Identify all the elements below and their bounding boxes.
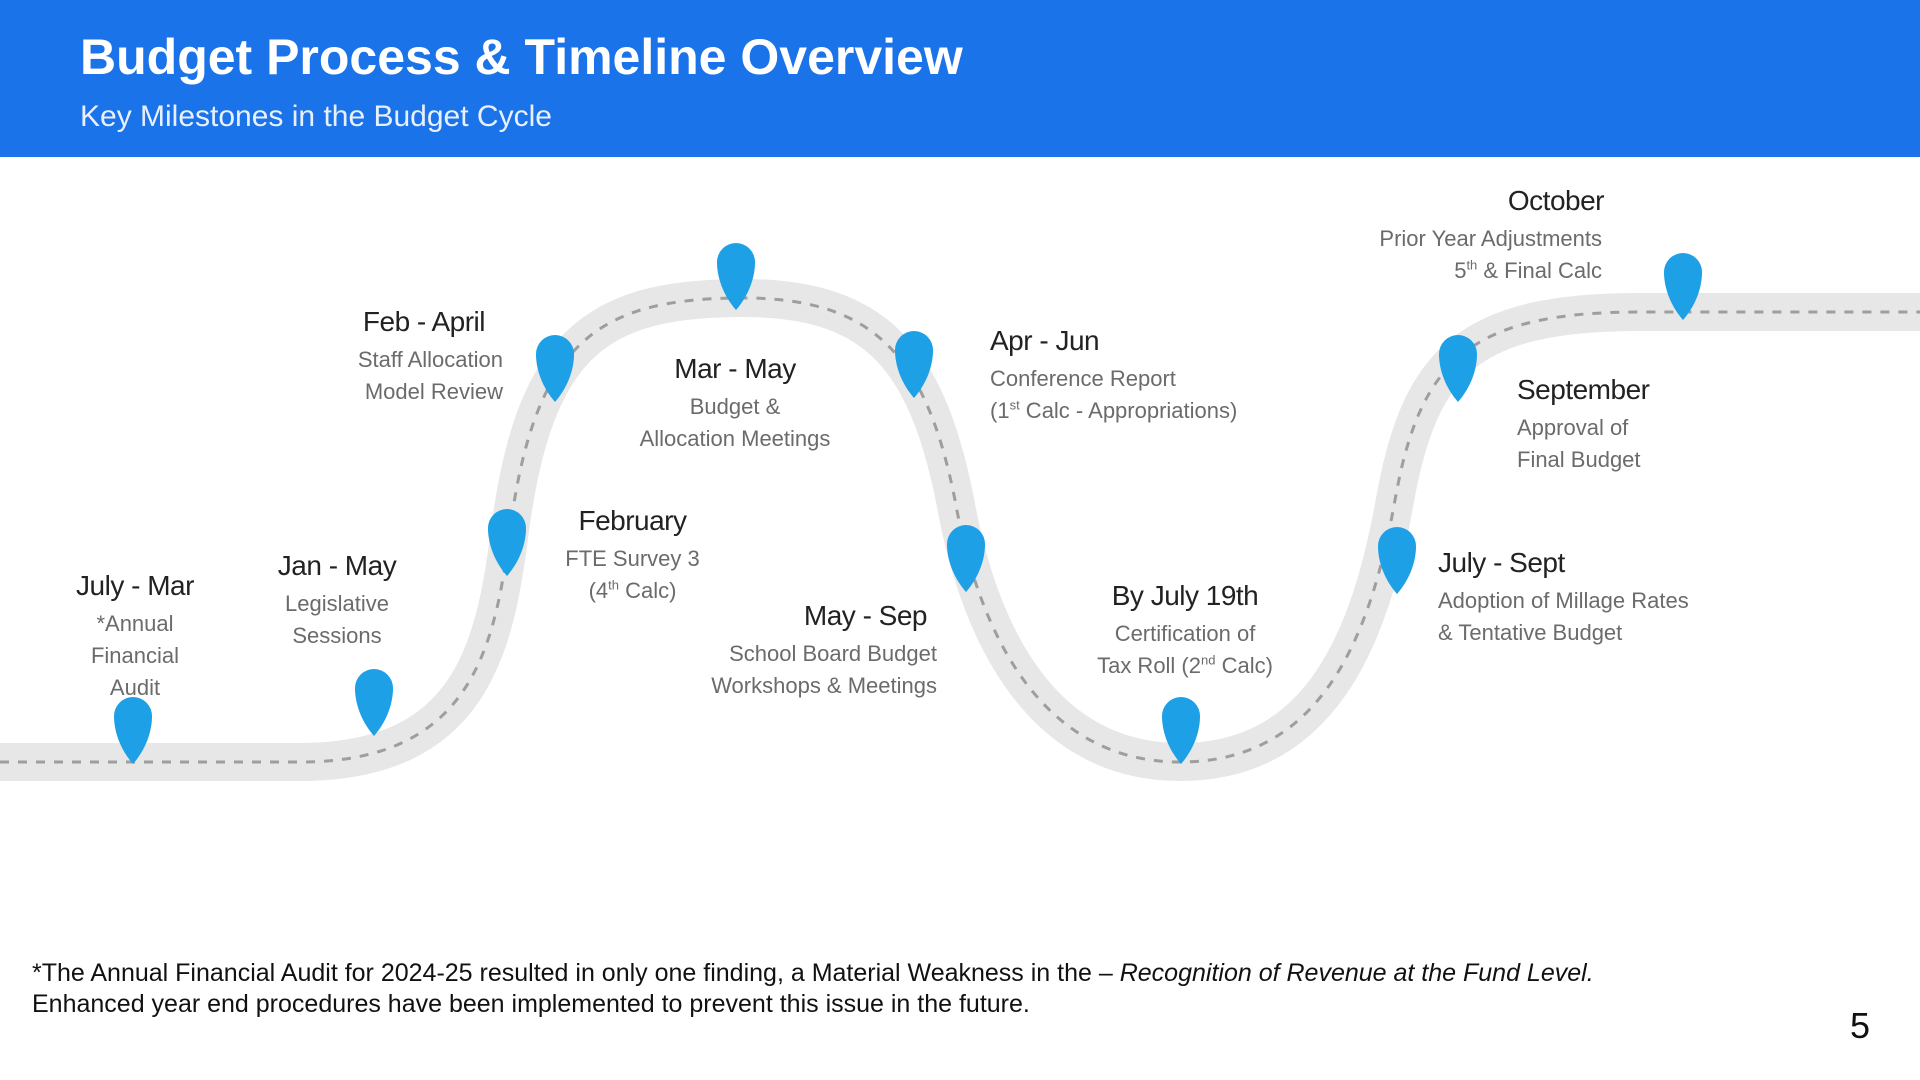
milestone-heading: By July 19th xyxy=(1111,580,1259,611)
slide-header: Budget Process & Timeline Overview Key M… xyxy=(0,0,1920,157)
milestone-september: September Approval of Final Budget xyxy=(1517,374,1717,476)
milestone-may-sep: May - Sep School Board Budget Workshops … xyxy=(680,600,937,702)
pin-february-icon xyxy=(488,509,526,576)
milestone-description: FTE Survey 3 (4th Calc) xyxy=(565,546,700,603)
pin-feb-april-icon xyxy=(536,335,574,402)
footnote-line-1: *The Annual Financial Audit for 2024-25 … xyxy=(32,959,1594,987)
pin-september-icon xyxy=(1439,335,1477,402)
milestone-heading: February xyxy=(578,505,687,536)
milestone-description: *Annual Financial Audit xyxy=(90,611,180,700)
milestone-description: Conference Report (1st Calc - Appropriat… xyxy=(990,366,1238,423)
pin-july-mar-icon xyxy=(114,697,152,764)
slide-subtitle: Key Milestones in the Budget Cycle xyxy=(80,100,552,133)
footnote-italic: Recognition of Revenue at the Fund Level… xyxy=(1119,959,1594,987)
milestone-description: Certification of Tax Roll (2nd Calc) xyxy=(1097,621,1273,678)
milestone-heading: May - Sep xyxy=(803,600,928,631)
milestone-heading: October xyxy=(1507,185,1605,216)
milestone-by-july-19th: By July 19th Certification of Tax Roll (… xyxy=(1075,580,1295,682)
milestone-february: February FTE Survey 3 (4th Calc) xyxy=(550,505,715,607)
milestone-description: Budget & Allocation Meetings xyxy=(639,394,831,451)
milestone-description: Prior Year Adjustments 5th & Final Calc xyxy=(1379,226,1602,283)
pin-may-sep-icon xyxy=(947,525,985,592)
milestone-heading: Jan - May xyxy=(277,550,397,581)
milestone-july-sept: July - Sept Adoption of Millage Rates & … xyxy=(1438,547,1738,649)
milestone-mar-may: Mar - May Budget & Allocation Meetings xyxy=(620,353,850,455)
pin-july-sept-icon xyxy=(1378,527,1416,594)
milestone-heading: Mar - May xyxy=(674,353,796,384)
milestone-description: Adoption of Millage Rates & Tentative Bu… xyxy=(1438,588,1689,645)
pin-jan-may-icon xyxy=(355,669,393,736)
milestone-heading: July - Mar xyxy=(76,570,194,601)
page-number: 5 xyxy=(1849,1005,1870,1046)
footnote-line-2: Enhanced year end procedures have been i… xyxy=(32,990,1030,1018)
slide-title: Budget Process & Timeline Overview xyxy=(80,29,963,85)
milestone-jan-may: Jan - May Legislative Sessions xyxy=(257,550,417,652)
milestone-apr-jun: Apr - Jun Conference Report (1st Calc - … xyxy=(990,325,1270,427)
milestone-feb-april: Feb - April Staff Allocation Model Revie… xyxy=(300,306,503,408)
pin-october-icon xyxy=(1664,253,1702,320)
milestone-description: School Board Budget Workshops & Meetings xyxy=(711,641,937,698)
milestone-october: October Prior Year Adjustments 5th & Fin… xyxy=(1340,185,1605,287)
milestone-heading: Feb - April xyxy=(362,306,486,337)
pin-apr-jun-icon xyxy=(895,331,933,398)
milestone-description: Staff Allocation Model Review xyxy=(357,347,503,404)
milestone-heading: July - Sept xyxy=(1438,547,1565,578)
milestone-july-mar: July - Mar *Annual Financial Audit xyxy=(55,570,215,704)
milestone-description: Legislative Sessions xyxy=(285,591,389,648)
milestone-description: Approval of Final Budget xyxy=(1517,415,1641,472)
footnote: *The Annual Financial Audit for 2024-25 … xyxy=(32,958,1832,1020)
pin-mar-may-icon xyxy=(717,243,755,310)
pin-by-july-19th-icon xyxy=(1162,697,1200,764)
milestone-heading: Apr - Jun xyxy=(990,325,1100,356)
milestone-heading: September xyxy=(1517,374,1650,405)
